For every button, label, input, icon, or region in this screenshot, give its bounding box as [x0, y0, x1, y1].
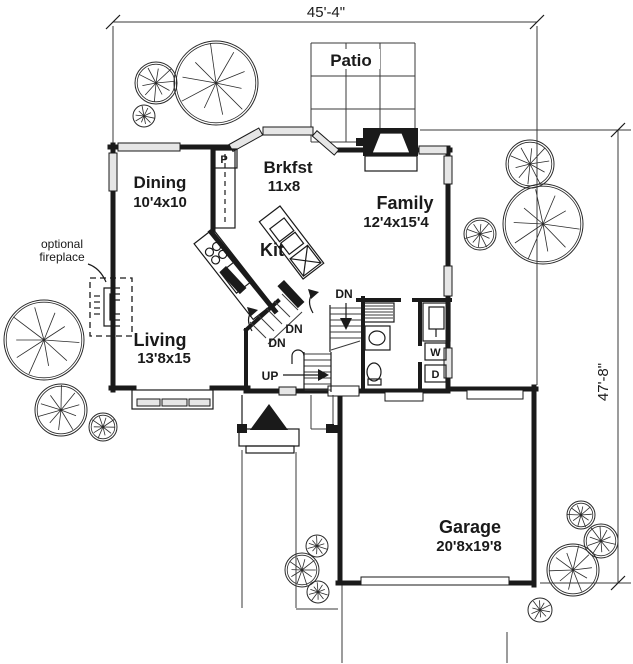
optional-fireplace-note-line2: fireplace: [39, 250, 85, 264]
room-label-dining: Dining: [134, 173, 187, 192]
vanity: [364, 325, 391, 351]
utility-cabinet: [422, 302, 451, 342]
toilet: [366, 362, 382, 382]
bathroom-fixtures: [363, 302, 395, 386]
room-size-family: 12'4x15'4: [363, 214, 429, 231]
room-label-living: Living: [134, 330, 187, 350]
optional-fireplace-note-line1: optional: [41, 237, 83, 251]
tree-symbol: [566, 500, 596, 530]
pantry-label: P: [220, 154, 227, 166]
washer-label: W: [430, 347, 441, 359]
tree-symbols: [3, 40, 619, 623]
tree-symbol: [306, 580, 330, 604]
dryer-box: [424, 364, 447, 383]
garage-door: [360, 576, 510, 586]
tree-symbol: [3, 299, 85, 381]
stairs-basement: [329, 303, 361, 352]
sink: [368, 330, 386, 346]
windows: [108, 126, 453, 407]
room-label-garage: Garage: [439, 517, 501, 537]
tree-symbol: [173, 40, 259, 126]
tree-symbol: [132, 104, 156, 128]
tree-symbol: [88, 412, 118, 442]
garage-service-door: [384, 391, 424, 402]
pantry-box: [211, 148, 238, 169]
fireplace-symbol: [356, 128, 418, 172]
kitchen-fixtures: [193, 144, 325, 321]
optional-fireplace-symbol: [87, 263, 133, 337]
dim-height-label: 47'-8": [595, 363, 612, 401]
dim-width-label: 45'-4": [307, 4, 345, 21]
tree-symbol: [502, 183, 584, 265]
dn-label-hall-upper: DN: [285, 322, 302, 336]
kitchen-counter: [193, 228, 273, 321]
tree-symbol: [505, 139, 555, 189]
tree-symbol: [134, 61, 178, 105]
dimension-height: 47'-8": [420, 122, 631, 591]
linen-shelves: [363, 302, 395, 323]
tree-symbol: [34, 383, 88, 437]
room-label-kit: Kit: [260, 240, 284, 260]
porch-gable: [250, 404, 288, 430]
room-label-family: Family: [376, 193, 433, 213]
porch: [237, 395, 340, 454]
room-size-dining: 10'4x10: [133, 194, 187, 211]
small-labels: P DN DN DN UP W D optional fireplace: [39, 154, 441, 383]
tree-symbol: [463, 217, 497, 251]
room-size-living: 13'8x15: [137, 350, 191, 367]
stairs-up: [283, 349, 332, 392]
room-size-garage: 20'8x19'8: [436, 538, 502, 555]
driveway: [341, 585, 508, 663]
laundry-fixtures: [422, 302, 451, 383]
front-door: [327, 385, 360, 397]
tree-symbol: [305, 534, 329, 558]
dimension-width: 45'-4": [105, 4, 545, 385]
room-label-brkfst: Brkfst: [263, 158, 312, 177]
tree-symbol: [546, 543, 600, 597]
porch-steps: [238, 428, 300, 447]
dn-label-basement: DN: [335, 287, 352, 301]
patio-grid: Patio: [310, 42, 416, 143]
patio-door: [311, 130, 340, 156]
room-label-patio: Patio: [330, 51, 372, 70]
tree-symbol: [284, 552, 320, 588]
dn-label-hall-lower: DN: [268, 336, 285, 350]
kitchen-island: [258, 205, 325, 280]
tree-symbol: [527, 597, 553, 623]
stairs-entry-diagonal: [247, 289, 319, 345]
room-size-brkfst: 11x8: [268, 178, 301, 195]
interior-walls: [219, 265, 452, 392]
door-openings: [327, 385, 524, 586]
room-labels: Dining 10'4x10 Brkfst 11x8 Family 12'4x1…: [133, 158, 502, 555]
walkway: [241, 450, 338, 610]
up-label: UP: [262, 369, 279, 383]
tree-symbol: [583, 523, 619, 559]
dryer-label: D: [432, 369, 440, 381]
washer-box: [424, 342, 447, 361]
